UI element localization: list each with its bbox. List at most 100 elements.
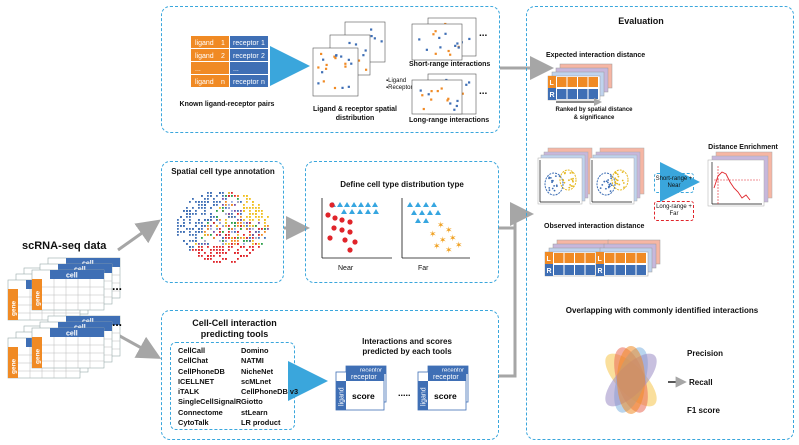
- tissue-spot: [216, 201, 218, 203]
- tool-name-col1-0: CellCall: [178, 346, 206, 355]
- receptor-cell: [230, 62, 268, 74]
- tissue-spot: [228, 246, 230, 248]
- observed-lr-2-R-text: R: [598, 268, 603, 275]
- tissue-spot: [264, 228, 266, 230]
- dist-front-dot: [321, 71, 324, 74]
- gene-label: gene: [11, 358, 18, 374]
- tissue-spot: [249, 213, 251, 215]
- tissue-spot: [228, 216, 230, 218]
- tissue-spot: [219, 231, 221, 233]
- dist-mid-dot: [348, 41, 351, 45]
- tissue-spot: [237, 213, 239, 215]
- top-panel: [161, 6, 500, 133]
- observed-lr-2-cell: [605, 253, 615, 263]
- tissue-spot: [231, 210, 233, 212]
- tissue-spot: [222, 252, 224, 254]
- precision-label: Precision: [687, 349, 724, 358]
- score-table-1-ligand-header: [336, 381, 346, 410]
- score-table-2-receptor-header: [428, 372, 466, 381]
- tissue-spot: [183, 222, 185, 224]
- dist-back-dot: [373, 37, 376, 40]
- tissue-spot: [264, 225, 266, 227]
- near-circle: [327, 235, 333, 241]
- ellipse-plot-1-yellow-dot: [572, 185, 574, 188]
- tissue-spot: [234, 195, 236, 197]
- tissue-spot: [258, 234, 260, 236]
- tissue-spot: [231, 261, 233, 263]
- tissue-spot: [237, 234, 239, 236]
- tissue-spot: [189, 249, 191, 251]
- ellipse-plot-1-yellow-dot: [568, 179, 570, 182]
- observed-lr-1-cell: [554, 265, 564, 275]
- ellipse-plot-1-blue-dot: [551, 187, 554, 190]
- tissue-spot: [225, 195, 227, 197]
- tissue-spot: [204, 258, 206, 260]
- tissue-spot: [261, 210, 263, 212]
- tool-name-col1-6: Connectome: [178, 407, 223, 417]
- expected-lr-L-text: L: [550, 80, 555, 87]
- tissue-spot: [219, 207, 221, 209]
- gene-label: gene: [35, 348, 42, 364]
- ellipse-plot-1-yellow-dot: [570, 178, 573, 180]
- tool-name-col1-5: SingleCellSignalR: [178, 397, 242, 407]
- tissue-spot: [180, 231, 182, 233]
- tissue-spot: [213, 237, 215, 239]
- tissue-spot: [252, 225, 254, 227]
- cell-header: [50, 328, 104, 337]
- observed-lr-1-R-text: R: [547, 268, 552, 275]
- far-star: ✶: [449, 233, 457, 243]
- observed-lr-1-cell: [575, 253, 585, 263]
- dist-front-dot: [324, 67, 328, 70]
- tissue-spot: [231, 246, 233, 248]
- tissue-spot: [222, 195, 224, 197]
- tissue-spot: [258, 219, 260, 221]
- short-range-label: Short-range interactions: [409, 61, 491, 68]
- tissue-spot: [201, 231, 203, 233]
- tissue-spot: [210, 192, 212, 194]
- near-triangle: [341, 209, 347, 214]
- receptor-text: receptor: [233, 53, 259, 60]
- tissue-spot: [210, 216, 212, 218]
- tissue-spot: [243, 222, 245, 224]
- tissue-spot: [240, 255, 242, 257]
- tissue-spot: [228, 204, 230, 206]
- dist-mid-dot: [364, 49, 367, 52]
- ellipse-plot-2-yellow-dot: [614, 177, 617, 180]
- near-triangle: [358, 202, 364, 207]
- tissue-spot: [204, 201, 206, 203]
- score-table-1-score-text: score: [352, 391, 375, 401]
- cell-label: cell: [66, 331, 78, 338]
- tissue-spot: [222, 207, 224, 209]
- tissue-spot: [204, 225, 206, 227]
- ellipse-plot-2-yellow-dot: [614, 182, 617, 185]
- tissue-spot: [195, 243, 197, 245]
- tissue-spot: [252, 201, 254, 203]
- tissue-spot: [231, 216, 233, 218]
- far-label: Far: [418, 265, 429, 272]
- ellipse-plot-2-yellow-dot: [621, 179, 624, 182]
- near-circle: [339, 227, 345, 233]
- expected-lr-L: [548, 76, 556, 88]
- tissue-spot: [186, 210, 188, 212]
- ellipse-plot-1-yellow-dot: [572, 180, 574, 183]
- tissue-spot: [249, 234, 251, 236]
- score-table-2-back-receptor: receptor: [442, 368, 464, 374]
- tissue-spot: [222, 258, 224, 260]
- expected-lr-R-text: R: [550, 92, 555, 99]
- tissue-spot: [249, 225, 251, 227]
- tissue-spot: [219, 255, 221, 257]
- tissue-spot: [186, 216, 188, 218]
- tissue-spot: [204, 207, 206, 209]
- long-back-dot: [468, 81, 471, 84]
- tissue-spot: [201, 207, 203, 209]
- near-triangle: [365, 202, 371, 207]
- tissue-spot: [225, 207, 227, 209]
- tissue-spot: [198, 243, 200, 245]
- scrna-title: scRNA-seq data: [22, 240, 107, 252]
- tissue-spot: [186, 207, 188, 209]
- tissue-spot: [219, 240, 221, 242]
- tissue-spot: [198, 231, 200, 233]
- ellipse-plot-2-yellow-dot: [614, 180, 617, 183]
- tissue-spot: [261, 228, 263, 230]
